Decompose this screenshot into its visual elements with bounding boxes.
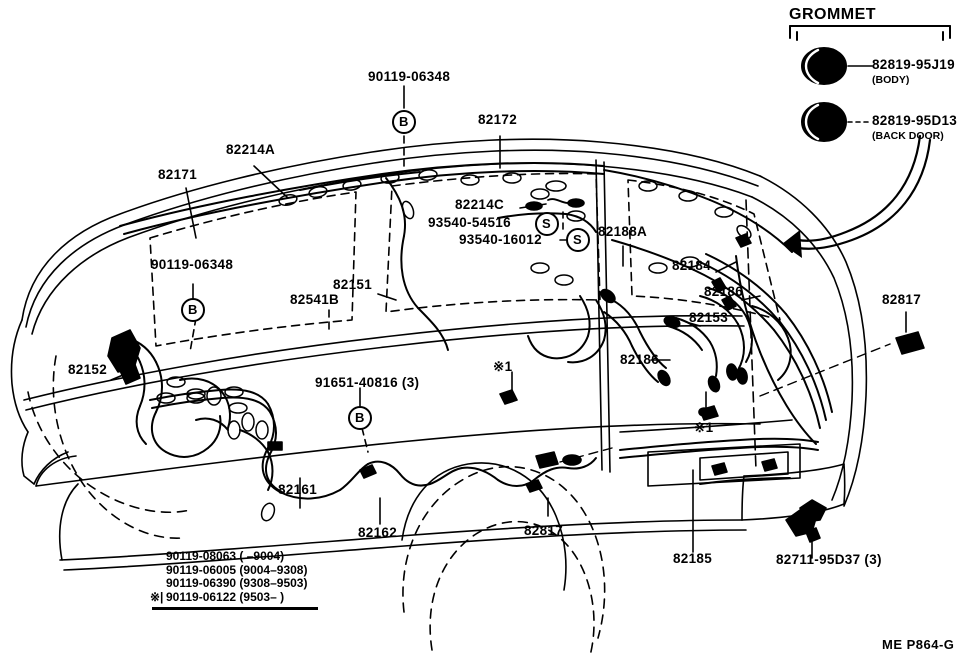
legend-block: 90119-08063 ( –9004) 90119-06005 (9004–9… (150, 549, 308, 604)
callout-90119-06348-top: 90119-06348 (368, 69, 451, 84)
harness-rear-pillar (611, 239, 833, 445)
legend-row-0: 90119-08063 ( –9004) (166, 549, 285, 563)
grommet-part-1: 82819-95D13 (BACK DOOR) (872, 113, 958, 142)
legend-row-2: 90119-06390 (9308–9503) (166, 576, 308, 590)
callout-82214C: 82214C (455, 197, 505, 212)
harness-mid (527, 287, 753, 371)
callout-82185: 82185 (673, 551, 713, 566)
callout-star1-b: ※1 (694, 420, 714, 435)
window-outlines (149, 172, 781, 347)
wheel-outlines (27, 355, 606, 657)
screw-marker-label-b: S (573, 232, 582, 247)
left-connector-block (107, 329, 141, 385)
vehicle-body-outline (10, 138, 868, 591)
grommet-oval-bottom (535, 451, 559, 469)
marker-screw-circles (535, 212, 590, 252)
pillar-clips (711, 233, 752, 311)
callout-82161: 82161 (278, 482, 318, 497)
screw-marker-label-a: S (542, 216, 551, 231)
callout-82184: 82184 (672, 258, 712, 273)
callout-93540-54516: 93540-54516 (428, 215, 511, 230)
grommet-section-title: GROMMET (789, 6, 877, 23)
legend-underline (152, 607, 318, 610)
callout-82188A: 82188A (598, 224, 648, 239)
harness-82541B (751, 305, 792, 381)
legend-row-1: 90119-06005 (9004–9308) (166, 562, 308, 577)
drawing-code: ME P864-G (882, 637, 955, 652)
callout-82152: 82152 (68, 362, 108, 377)
grommet-part-0: 82819-95J19 (BODY) (872, 57, 955, 86)
grommet-arrow (782, 134, 932, 258)
callout-82172: 82172 (478, 112, 518, 127)
callout-82186-mid: 82186 (620, 352, 660, 367)
marker-bolt-circles (181, 110, 416, 430)
grommet-icon-backdoor (801, 102, 847, 142)
clamp-82711 (785, 499, 827, 543)
callout-90119-06348-mid: 90119-06348 (151, 257, 234, 272)
callout-93540-16012: 93540-16012 (459, 232, 542, 247)
callout-82541B: 82541B (290, 292, 340, 307)
callout-star1-a: ※1 (493, 359, 513, 374)
callout-91651-40816: 91651-40816 (3) (315, 375, 420, 390)
legend-star-mark: ※| (150, 589, 164, 604)
bolt-marker-label-mid: B (188, 302, 198, 317)
grommet-icon-body (801, 47, 847, 85)
callout-82711-95D37: 82711-95D37 (3) (776, 552, 882, 567)
callout-82186-right: 82186 (704, 284, 744, 299)
callout-82171: 82171 (158, 167, 198, 182)
legend-row-3: ※|90119-06122 (9503– ) (150, 589, 285, 604)
bolt-marker-label-top: B (399, 114, 409, 129)
grommet-oval-right (895, 331, 925, 355)
bolt-marker-label-low: B (355, 410, 365, 425)
floor-clips (156, 388, 276, 522)
grommet-bracket (789, 25, 951, 41)
star1-parts (499, 389, 719, 421)
harness-roof (119, 161, 793, 351)
leader-lines (110, 85, 907, 559)
callout-82151: 82151 (333, 277, 373, 292)
callout-82153: 82153 (689, 310, 729, 325)
callout-82162: 82162 (358, 525, 398, 540)
harness-rear-bumper (619, 437, 819, 485)
callout-82817-bottom: 82817 (524, 523, 564, 538)
callout-82214A: 82214A (226, 142, 276, 157)
callout-82817-right: 82817 (882, 292, 922, 307)
